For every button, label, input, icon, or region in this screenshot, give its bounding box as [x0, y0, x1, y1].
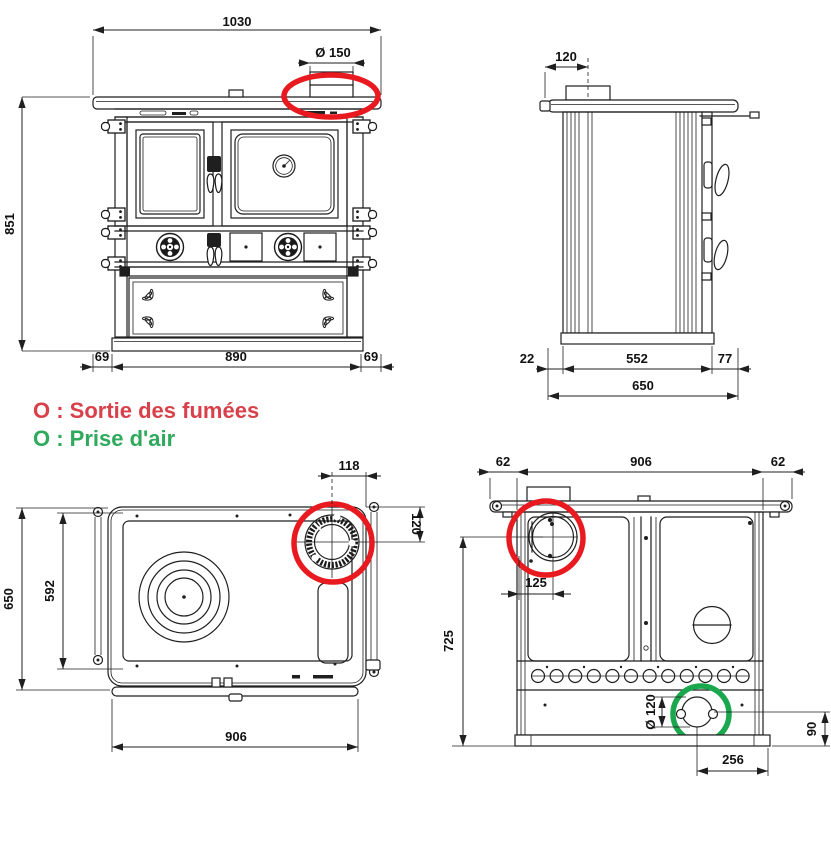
dim-side-flue-offset: 120: [555, 49, 577, 64]
rear-view: 62 906 62 725 125 Ø 120 90 256: [441, 454, 830, 776]
corner-flourish: [322, 316, 335, 329]
dim-side-front-overhang: 77: [718, 351, 732, 366]
dim-top-flue-offset-y: 120: [409, 513, 424, 535]
dim-top-flue-offset-x: 118: [339, 458, 360, 473]
side-view: 120 22 552 77 650: [520, 49, 760, 400]
door-handle: [214, 173, 223, 194]
dim-rear-air-offset: 256: [722, 752, 744, 767]
dim-rear-air-diameter: Ø 120: [643, 694, 658, 729]
hinge: [100, 119, 126, 134]
rear-vent-band: [516, 660, 764, 691]
ash-panel: [229, 232, 263, 262]
dim-rear-body-width: 906: [630, 454, 652, 469]
dim-side-body-depth: 552: [626, 351, 648, 366]
front-body: [114, 116, 364, 338]
firebox-glass: [139, 133, 201, 215]
dim-front-body-width: 890: [225, 349, 247, 364]
door-handle: [214, 246, 223, 267]
dim-top-total-depth: 650: [1, 588, 16, 610]
top-cooktop-panel: [122, 520, 353, 662]
top-worktop-outline: [107, 506, 367, 687]
dim-rear-left-overhang: 62: [496, 454, 510, 469]
top-view: 118 120 650 592 906: [1, 458, 425, 752]
door-handle: [206, 246, 215, 267]
front-worktop: [92, 96, 382, 110]
dim-front-height: 851: [2, 213, 17, 235]
flue-outlet-annotation-front: [281, 72, 381, 120]
dim-side-total-depth: 650: [632, 378, 654, 393]
hotplate-rings: [138, 551, 230, 643]
hinge: [352, 207, 378, 222]
side-worktop: [547, 99, 739, 113]
side-base: [560, 332, 715, 345]
dim-side-rear-gap: 22: [520, 351, 534, 366]
dim-front-total-width: 1030: [223, 14, 252, 29]
rear-air-intake: [543, 696, 744, 728]
dim-top-inner-depth: 592: [42, 580, 57, 602]
rear-flue-opening: [460, 512, 578, 600]
top-flue-ring: [296, 505, 425, 578]
side-door-handle: [714, 163, 730, 197]
door-handle: [206, 173, 215, 194]
hinge: [100, 225, 126, 240]
dim-top-width: 906: [225, 729, 247, 744]
dim-rear-right-overhang: 62: [771, 454, 785, 469]
dim-front-flue-diameter: Ø 150: [315, 45, 350, 60]
top-shelf-plate: [317, 582, 349, 664]
side-body: [562, 111, 713, 334]
dim-front-right-overhang: 69: [364, 349, 378, 364]
hinge: [100, 207, 126, 222]
oven-glass: [234, 133, 335, 215]
flue-outlet-annotation-top: [291, 501, 375, 585]
dim-front-left-overhang: 69: [95, 349, 109, 364]
side-handle-mount: [703, 237, 713, 263]
corner-flourish: [141, 288, 154, 301]
dim-rear-flue-height: 725: [441, 630, 456, 652]
air-control-wheel: [273, 232, 303, 262]
hinge: [352, 119, 378, 134]
wood-drawer: [128, 277, 348, 339]
corner-flourish: [322, 288, 335, 301]
legend-air-intake: O : Prise d'air: [33, 426, 176, 451]
dim-rear-flue-offset: 125: [525, 575, 547, 590]
flue-outlet-annotation-rear: [506, 498, 586, 578]
corner-flourish: [141, 316, 154, 329]
legend: O : Sortie des fumées O : Prise d'air: [33, 398, 259, 451]
ash-panel: [303, 232, 337, 262]
oven-thermometer: [272, 154, 296, 178]
rear-base: [514, 734, 771, 747]
door-handle-mount: [207, 156, 221, 172]
legend-smoke-outlet: O : Sortie des fumées: [33, 398, 259, 423]
dim-rear-air-height: 90: [804, 722, 819, 736]
side-handle-mount: [703, 161, 713, 189]
front-view: 1030 Ø 150 851 69 890 69: [2, 14, 394, 372]
rear-panel-right: [659, 516, 754, 662]
hinge: [352, 225, 378, 240]
side-door-handle: [713, 239, 729, 271]
air-control-wheel: [155, 232, 185, 262]
